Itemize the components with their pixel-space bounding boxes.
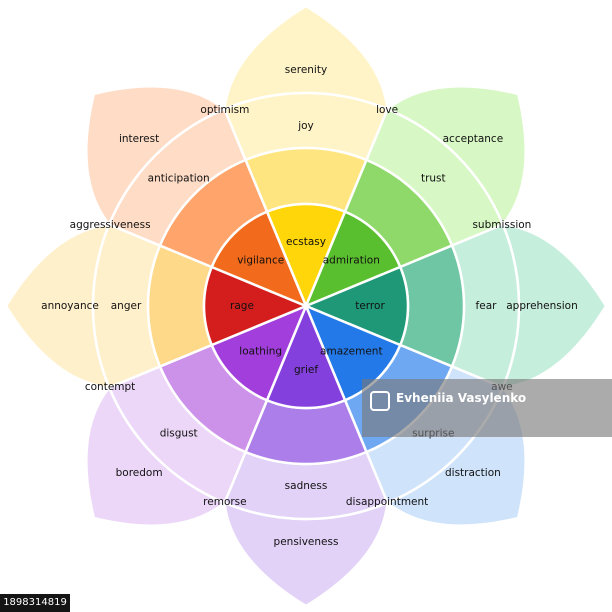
petal-disgust bbox=[85, 303, 309, 527]
emotion-label-terror: terror bbox=[355, 300, 385, 312]
petal-inner-sadness bbox=[265, 302, 347, 410]
petal-sadness bbox=[222, 302, 390, 608]
petal-trust bbox=[303, 85, 527, 309]
watermark-text: Evheniia Vasylenko bbox=[396, 391, 527, 405]
dyad-label-optimism: optimism bbox=[200, 104, 249, 116]
stock-id-label: 1898314819 bbox=[0, 594, 70, 612]
emotion-label-fear: fear bbox=[476, 300, 498, 312]
petal-inner-trust bbox=[303, 210, 402, 309]
petal-anticipation bbox=[85, 85, 309, 309]
emotion-label-pensiveness: pensiveness bbox=[274, 536, 339, 548]
dyad-label-submission: submission bbox=[472, 219, 531, 231]
emotion-label-admiration: admiration bbox=[323, 255, 380, 267]
petal-inner-anger bbox=[202, 265, 310, 347]
emotion-label-ecstasy: ecstasy bbox=[286, 236, 326, 248]
petal-inner-surprise bbox=[303, 303, 402, 402]
emotion-label-grief: grief bbox=[294, 364, 318, 376]
dyad-label-remorse: remorse bbox=[203, 496, 246, 508]
emotion-label-loathing: loathing bbox=[239, 345, 282, 357]
petal-inner-anticipation bbox=[210, 210, 309, 309]
emotion-label-trust: trust bbox=[421, 173, 446, 185]
emotion-label-joy: joy bbox=[297, 120, 314, 132]
emotion-label-serenity: serenity bbox=[285, 64, 327, 76]
emotion-label-interest: interest bbox=[119, 133, 159, 145]
petal-inner-disgust bbox=[210, 303, 309, 402]
watermark-logo-icon bbox=[370, 391, 390, 411]
emotion-label-sadness: sadness bbox=[285, 480, 328, 492]
dyad-label-contempt: contempt bbox=[85, 381, 135, 393]
emotion-label-acceptance: acceptance bbox=[443, 133, 504, 145]
emotion-label-anticipation: anticipation bbox=[148, 173, 210, 185]
emotion-label-apprehension: apprehension bbox=[506, 300, 578, 312]
emotion-label-vigilance: vigilance bbox=[237, 255, 284, 267]
petal-joy bbox=[222, 4, 390, 310]
emotion-label-annoyance: annoyance bbox=[41, 300, 99, 312]
emotion-label-boredom: boredom bbox=[116, 467, 163, 479]
dyad-label-love: love bbox=[376, 104, 398, 116]
emotion-label-anger: anger bbox=[111, 300, 142, 312]
emotion-label-disgust: disgust bbox=[160, 427, 198, 439]
emotion-label-amazement: amazement bbox=[320, 345, 383, 357]
petal-inner-fear bbox=[302, 265, 410, 347]
watermark-banner: Evheniia Vasylenko bbox=[362, 379, 612, 437]
dyad-label-disappointment: disappointment bbox=[346, 496, 428, 508]
emotion-label-rage: rage bbox=[230, 300, 254, 312]
emotion-label-distraction: distraction bbox=[445, 467, 501, 479]
dyad-label-aggressiveness: aggressiveness bbox=[70, 219, 151, 231]
petal-inner-joy bbox=[265, 202, 347, 310]
